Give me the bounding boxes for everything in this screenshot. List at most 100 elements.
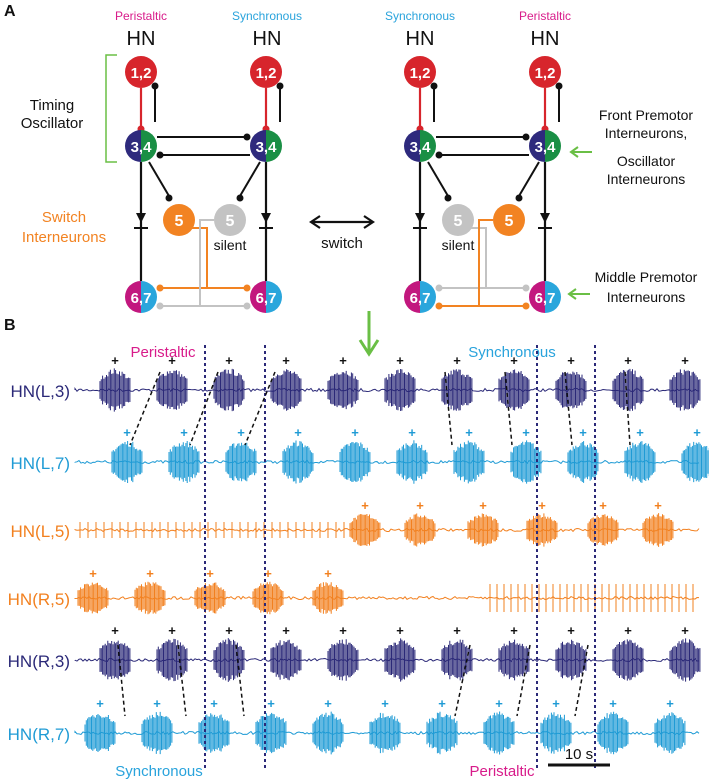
hn-6-7-node <box>125 281 141 313</box>
burst-marker: + <box>351 425 359 440</box>
switch-interneurons-line1: Switch <box>42 209 86 226</box>
panel-a-label: A <box>4 3 16 20</box>
burst-marker: + <box>681 623 689 638</box>
burst-marker: + <box>636 425 644 440</box>
middle-arrow-icon <box>567 288 590 300</box>
burst-marker: + <box>453 353 461 368</box>
phase-link <box>516 644 531 717</box>
burst-marker: + <box>89 566 97 581</box>
burst-marker: + <box>396 353 404 368</box>
burst-marker: + <box>96 696 104 711</box>
node-1-2-label: 1,2 <box>131 65 152 82</box>
burst-marker: + <box>264 566 272 581</box>
burst-marker: + <box>681 353 689 368</box>
trace-label-0: HN(L,3) <box>10 382 70 401</box>
silent-label: silent <box>214 237 247 253</box>
burst-marker: + <box>624 353 632 368</box>
burst-marker: + <box>153 696 161 711</box>
burst-marker: + <box>453 623 461 638</box>
node-3-4-label: 3,4 <box>256 139 278 156</box>
scale-bar-label: 10 s <box>565 746 593 763</box>
front-premotor-line2: Interneurons, <box>605 125 688 141</box>
scale-bar: 10 s <box>548 746 610 767</box>
burst-marker: + <box>381 696 389 711</box>
synapse-triangle-icon <box>136 213 146 223</box>
trace-panel: HN(L,3)+++++++++++HN(L,7)+++++++++++HN(L… <box>8 345 709 768</box>
timing-oscillator-line2: Oscillator <box>21 115 84 132</box>
burst-marker: + <box>210 696 218 711</box>
top-synchronous-label: Synchronous <box>468 344 556 361</box>
timing-oscillator-bracket: Timing Oscillator <box>21 54 117 163</box>
trace-3: +++++ <box>74 566 700 615</box>
node-5-label: 5 <box>226 213 235 230</box>
phase-link <box>504 371 513 446</box>
node-3-4-label: 3,4 <box>131 139 153 156</box>
switch-label: switch <box>321 235 363 252</box>
burst-marker: + <box>111 353 119 368</box>
col-mode-3: Synchronous <box>385 9 455 23</box>
col-mode-4: Peristaltic <box>519 9 571 23</box>
burst-marker: + <box>479 498 487 513</box>
burst-marker: + <box>339 353 347 368</box>
hn-3-4-node <box>125 130 141 162</box>
switch-interneuron-5 <box>214 204 246 236</box>
switch-arrow-icon <box>309 215 375 229</box>
burst-marker: + <box>579 425 587 440</box>
node-6-7-label: 6,7 <box>256 290 277 307</box>
burst-marker: + <box>225 353 233 368</box>
front-arrow-icon <box>569 146 592 158</box>
trace-bursts <box>77 581 694 615</box>
node-1-2-label: 1,2 <box>256 65 277 82</box>
col-hn-3: HN <box>406 28 435 50</box>
switch-interneurons-line2: Interneurons <box>22 229 106 246</box>
trace-label-1: HN(L,7) <box>10 454 70 473</box>
burst-marker: + <box>206 566 214 581</box>
burst-marker: + <box>599 498 607 513</box>
burst-marker: + <box>123 425 131 440</box>
silent-label: silent <box>442 237 475 253</box>
burst-marker: + <box>552 696 560 711</box>
col-hn-1: HN <box>127 28 156 50</box>
middle-premotor-line2: Interneurons <box>607 289 686 305</box>
trace-2: ++++++ <box>74 498 700 547</box>
switch-interneuron-5 <box>163 204 195 236</box>
hn-1-2-node <box>529 56 561 88</box>
hn-1-2-node <box>404 56 436 88</box>
synapse-triangle-icon <box>415 213 425 223</box>
phase-link <box>444 371 453 446</box>
burst-marker: + <box>693 425 701 440</box>
bottom-synchronous-label: Synchronous <box>115 763 203 780</box>
node-5-label: 5 <box>505 213 514 230</box>
trace-bursts <box>99 368 701 412</box>
node-1-2-label: 1,2 <box>535 65 556 82</box>
phase-link <box>129 371 161 446</box>
burst-marker: + <box>361 498 369 513</box>
burst-marker: + <box>567 623 575 638</box>
hn-3-4-node <box>250 130 266 162</box>
front-premotor-line4: Interneurons <box>607 171 686 187</box>
burst-marker: + <box>225 623 233 638</box>
trace-0: +++++++++++ <box>74 353 701 412</box>
trace-1: +++++++++++ <box>74 425 709 484</box>
burst-marker: + <box>654 498 662 513</box>
burst-marker: + <box>237 425 245 440</box>
hn-1-2-node <box>125 56 157 88</box>
burst-marker: + <box>294 425 302 440</box>
burst-marker: + <box>180 425 188 440</box>
burst-marker: + <box>282 353 290 368</box>
front-premotor-label: Front Premotor Interneurons, Oscillator … <box>569 107 693 187</box>
burst-marker: + <box>282 623 290 638</box>
hn-6-7-node <box>250 281 266 313</box>
synapse-triangle-icon <box>261 213 271 223</box>
phase-link <box>177 644 187 717</box>
node-5-label: 5 <box>175 213 184 230</box>
burst-marker: + <box>267 696 275 711</box>
burst-marker: + <box>396 623 404 638</box>
burst-marker: + <box>339 623 347 638</box>
node-3-4-label: 3,4 <box>535 139 557 156</box>
burst-marker: + <box>567 353 575 368</box>
bottom-peristaltic-label: Peristaltic <box>469 763 535 780</box>
